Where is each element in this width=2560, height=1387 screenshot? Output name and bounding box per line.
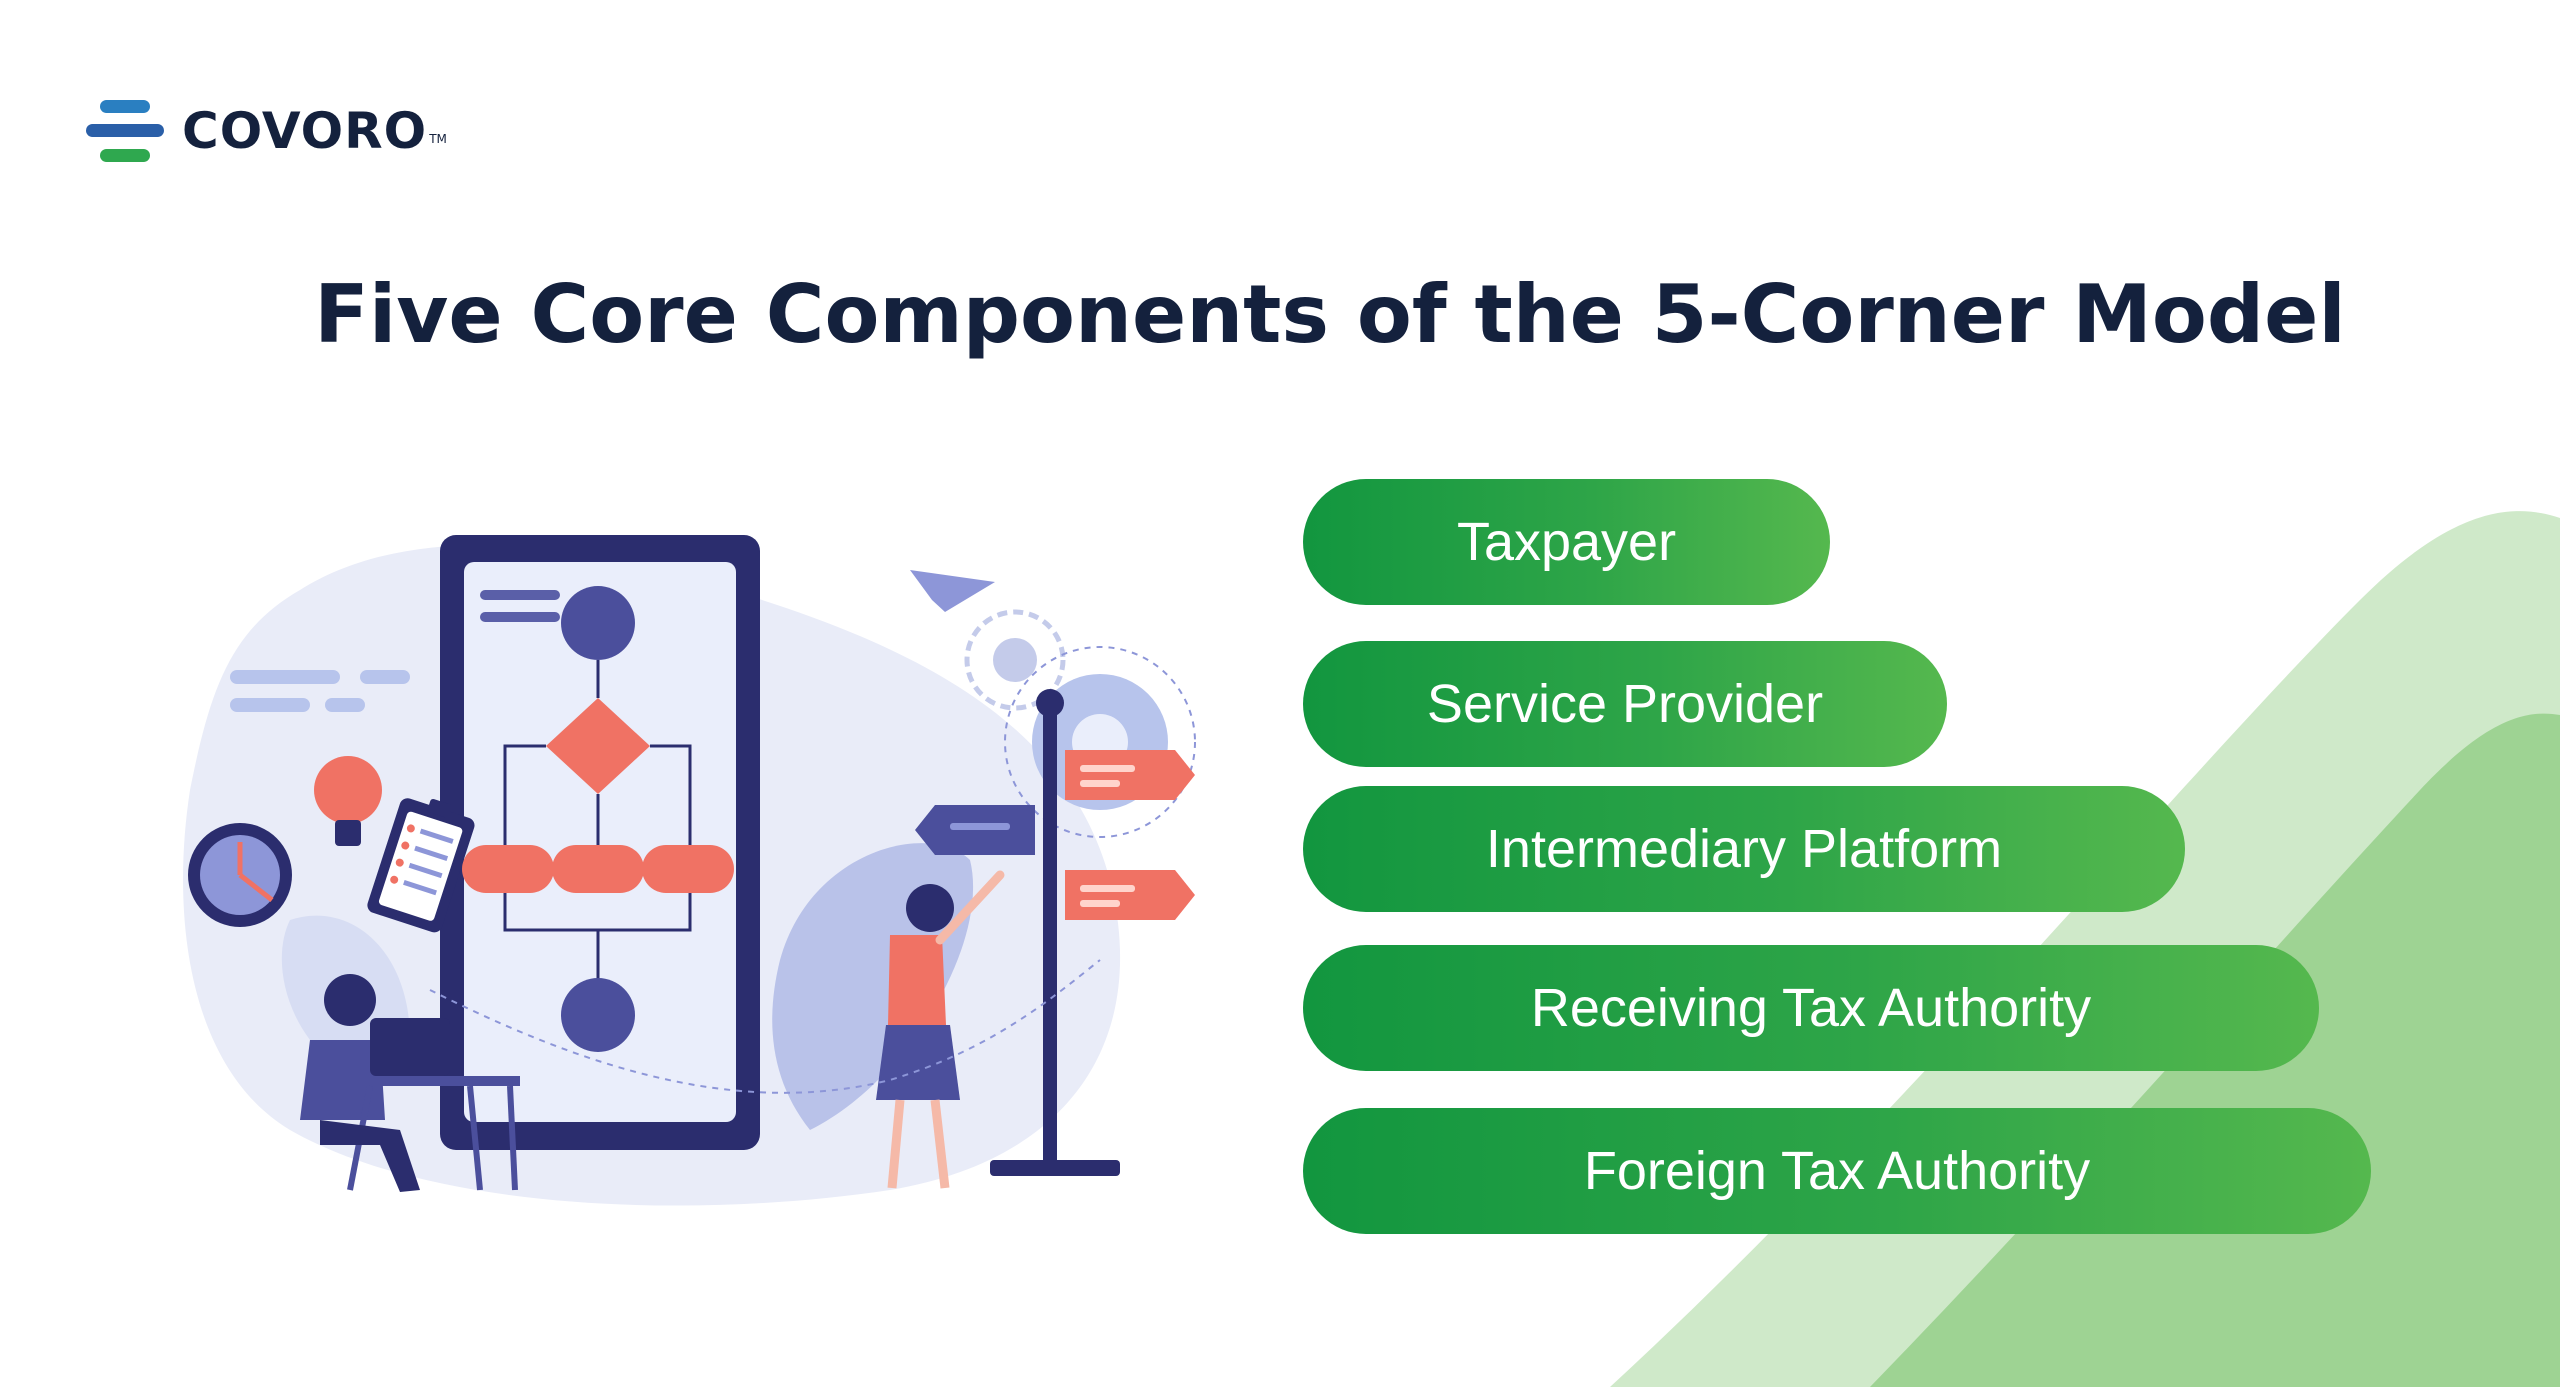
clock-icon [188,823,292,927]
component-receiving-tax-authority: Receiving Tax Authority [1303,945,2319,1071]
standing-woman [876,870,1005,1189]
component-label: Taxpayer [1456,512,1677,572]
component-service-provider: Service Provider [1303,641,1947,767]
component-label: Receiving Tax Authority [1530,978,2092,1038]
lightbulb-icon [314,756,382,846]
flowchart-illustration [183,535,1196,1206]
clipboard-icon [367,798,475,933]
component-foreign-tax-authority: Foreign Tax Authority [1303,1108,2371,1234]
paper-plane-icon [910,570,995,612]
woman-at-desk [300,974,520,1192]
logo-mark-icon [86,100,164,162]
brand-trademark: TM [429,132,447,146]
component-taxpayer: Taxpayer [1303,479,1830,605]
signpost-icon [915,689,1195,1176]
component-label: Intermediary Platform [1485,819,2003,879]
component-intermediary-platform: Intermediary Platform [1303,786,2185,912]
brand-logo: COVORO TM [86,98,447,164]
page-title: Five Core Components of the 5-Corner Mod… [314,268,2346,361]
component-label: Foreign Tax Authority [1583,1141,2091,1201]
component-label: Service Provider [1426,674,1824,734]
brand-name: COVORO [182,102,428,160]
